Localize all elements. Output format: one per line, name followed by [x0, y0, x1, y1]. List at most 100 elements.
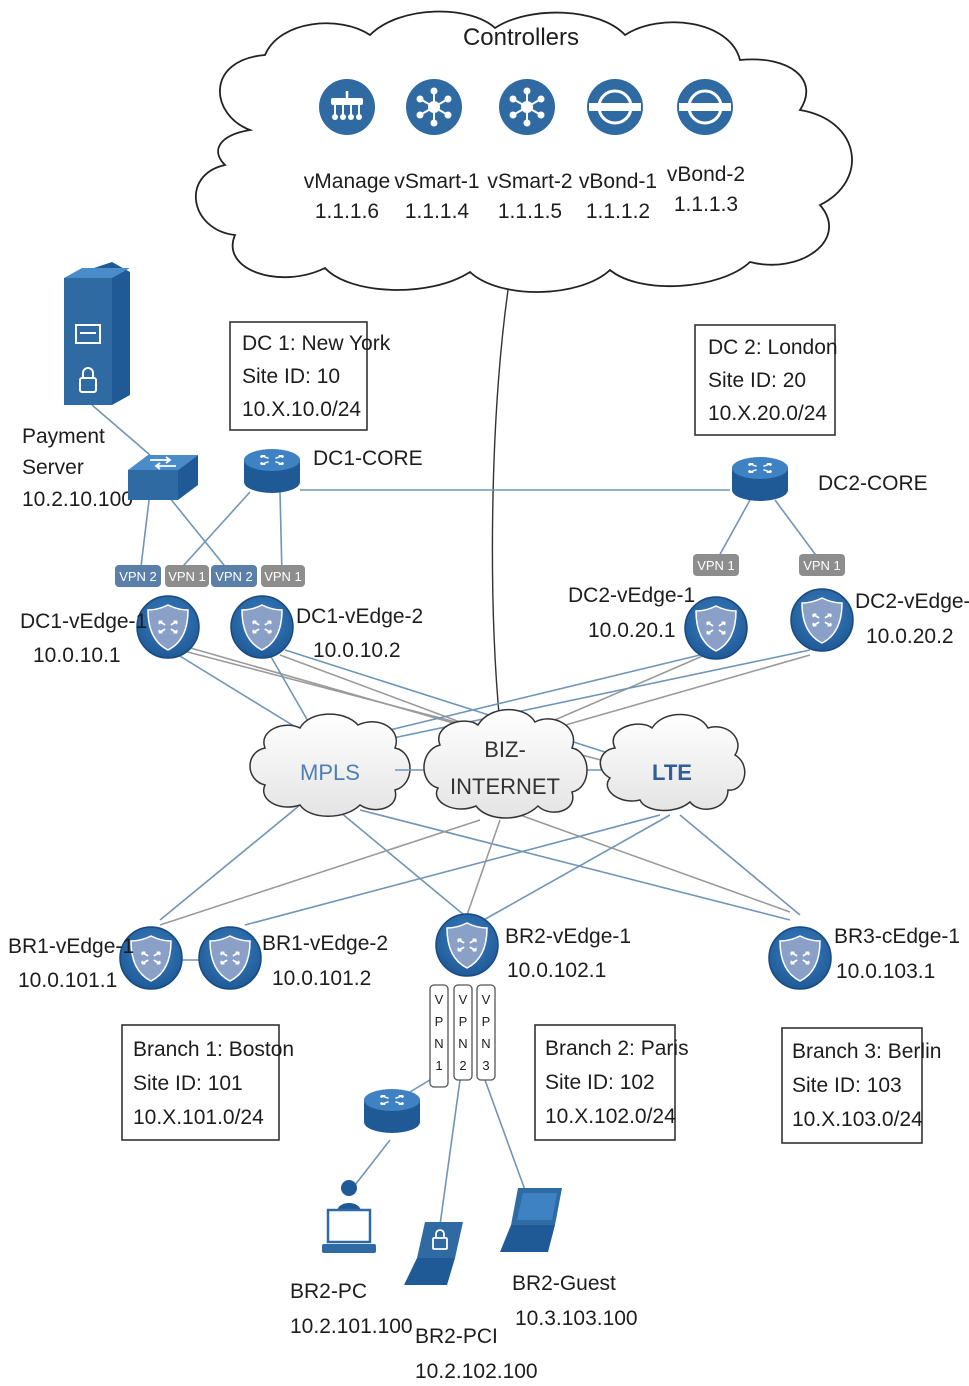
link-switch-edge1 [140, 492, 150, 575]
br2-lan-router-icon [364, 1089, 420, 1133]
dc2-vedge1-ip: 10.0.20.1 [588, 619, 676, 642]
vbond1-name: vBond-1 [579, 170, 657, 193]
dc2-site-name: DC 2: London [708, 336, 838, 359]
vbond2-name: vBond-2 [667, 163, 745, 186]
br2-vedge1-name: BR2-vEdge-1 [505, 925, 631, 948]
dc1-vpn-tags: VPN 2 VPN 1 VPN 2 VPN 1 [115, 565, 305, 587]
branch3-site-id: Site ID: 103 [792, 1074, 902, 1097]
controller-uplink [492, 290, 508, 725]
br2-pc-ip: 10.2.101.100 [290, 1315, 413, 1338]
dc1-vedge1-name: DC1-vEdge-1 [20, 610, 147, 633]
br1-vedge2-ip: 10.0.101.2 [272, 967, 371, 990]
vsmart2-ip: 1.1.1.5 [498, 200, 562, 223]
br1-vedge1-name: BR1-vEdge-1 [8, 935, 134, 958]
vpn-tag-char: 1 [435, 1058, 442, 1073]
controllers-title: Controllers [463, 24, 579, 51]
dc1-subnet: 10.X.10.0/24 [242, 398, 361, 421]
dc2-core-router-icon [732, 457, 788, 501]
branch3-site-name: Branch 3: Berlin [792, 1040, 941, 1063]
dc2-vedge2-ip: 10.0.20.2 [866, 625, 954, 648]
br1-vedge2-icon [199, 927, 261, 989]
payment-server-ip: 10.2.10.100 [22, 488, 133, 511]
dc1-vedge2-name: DC1-vEdge-2 [296, 605, 423, 628]
link-dc2core-edge2 [775, 500, 818, 558]
dc2-vpn-tags: VPN 1 VPN 1 [693, 554, 845, 576]
controllers-cloud: Controllers [196, 12, 852, 292]
mpls-cloud: MPLS [250, 714, 410, 816]
dc1-core-label: DC1-CORE [313, 447, 423, 470]
server-icon [64, 262, 130, 405]
dc1-site-id: Site ID: 10 [242, 365, 340, 388]
vmanage-name: vManage [304, 170, 390, 193]
link-switch-edge2 [165, 492, 232, 575]
dc2-subnet: 10.X.20.0/24 [708, 402, 827, 425]
dc2-core-label: DC2-CORE [818, 472, 928, 495]
mpls-label: MPLS [300, 760, 360, 785]
dc1-vedge1-ip: 10.0.10.1 [33, 644, 121, 667]
link-dc2core-edge1 [718, 500, 750, 558]
branch1-site-name: Branch 1: Boston [133, 1038, 294, 1061]
pc-user-icon [322, 1180, 376, 1253]
link [520, 815, 790, 912]
vpn-tag-label: VPN 1 [168, 569, 206, 584]
vpn-tag-char: P [482, 1014, 491, 1029]
br3-cedge1-icon [769, 927, 831, 989]
vpn-tag-label: VPN 2 [215, 569, 253, 584]
vpn-tag-char: V [435, 992, 444, 1007]
br3-cedge1-ip: 10.0.103.1 [836, 960, 935, 983]
dc2-vedge2-icon [791, 589, 853, 651]
vsmart1-ip: 1.1.1.4 [405, 200, 470, 223]
branch1-subnet: 10.X.101.0/24 [133, 1106, 264, 1129]
br3-cedge1-name: BR3-cEdge-1 [834, 925, 960, 948]
vsmart-icon [406, 79, 462, 135]
br2-pci-ip: 10.2.102.100 [415, 1360, 538, 1383]
vpn-tag-char: N [458, 1036, 467, 1051]
vbond-icon [677, 79, 733, 135]
vmanage-ip: 1.1.1.6 [315, 200, 379, 223]
laptop-lock-icon [404, 1222, 463, 1285]
link [467, 820, 500, 915]
switch-icon [128, 455, 198, 500]
vpn-tag-label: VPN 1 [264, 569, 302, 584]
vmanage-icon [319, 79, 375, 135]
dc1-vedge2-icon [231, 596, 293, 658]
biz-internet-cloud: BIZ- INTERNET [424, 710, 587, 818]
vpn-tag-char: V [482, 992, 491, 1007]
dc2-site-id: Site ID: 20 [708, 369, 806, 392]
br2-pci-name: BR2-PCI [415, 1325, 498, 1348]
link [480, 815, 670, 922]
link [440, 1080, 460, 1225]
vsmart-icon [499, 79, 555, 135]
dc2-vedge1-name: DC2-vEdge-1 [568, 584, 695, 607]
link [360, 810, 790, 920]
vpn-tag-char: 2 [459, 1058, 466, 1073]
link-core-edge2 [280, 492, 282, 575]
vbond2-ip: 1.1.1.3 [674, 193, 738, 216]
payment-server-label-2: Server [22, 456, 84, 479]
br2-guest-name: BR2-Guest [512, 1272, 616, 1295]
dc1-core-router-icon [244, 449, 300, 493]
vbond1-ip: 1.1.1.2 [586, 200, 650, 223]
branch1-site-id: Site ID: 101 [133, 1072, 243, 1095]
link [160, 820, 480, 925]
branch3-subnet: 10.X.103.0/24 [792, 1108, 923, 1131]
br2-pc-name: BR2-PC [290, 1280, 367, 1303]
biz-internet-label-1: BIZ- [484, 737, 526, 762]
vsmart1-name: vSmart-1 [394, 170, 479, 193]
link [355, 1140, 390, 1185]
vpn-tag-label: VPN 2 [119, 569, 157, 584]
vpn-tag-label: VPN 1 [697, 558, 735, 573]
branch2-subnet: 10.X.102.0/24 [545, 1105, 676, 1128]
br2-guest-ip: 10.3.103.100 [515, 1307, 638, 1330]
br2-vpn-tags: V P N 1 V P N 2 V P N 3 [430, 985, 495, 1087]
link [485, 1080, 525, 1190]
vsmart2-name: vSmart-2 [487, 170, 572, 193]
laptop-icon [500, 1188, 562, 1252]
branch2-site-id: Site ID: 102 [545, 1071, 655, 1094]
vpn-tag-label: VPN 1 [803, 558, 841, 573]
vpn-tag-char: N [481, 1036, 490, 1051]
br2-vedge1-icon [436, 914, 498, 976]
br1-vedge1-ip: 10.0.101.1 [18, 969, 117, 992]
biz-internet-label-2: INTERNET [450, 774, 560, 799]
vpn-tag-char: P [459, 1014, 468, 1029]
